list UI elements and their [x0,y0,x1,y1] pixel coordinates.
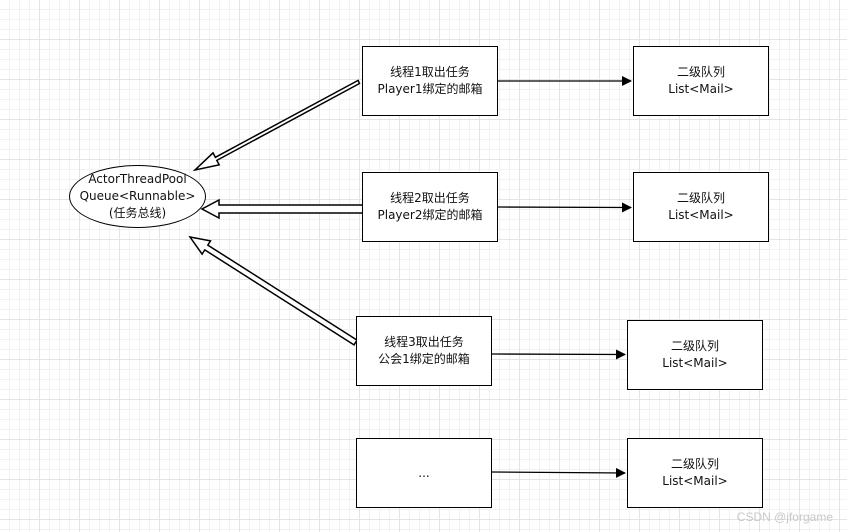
thread2-box: 线程2取出任务 Player2绑定的邮箱 [362,172,498,242]
thread4-line1: ... [418,465,430,480]
queue2-line1: 二级队列 [676,191,725,205]
block-arrow-thread1-to-bus [192,79,361,172]
queue3-line1: 二级队列 [670,339,719,353]
thread4-box: ... [356,438,492,508]
thread2-line2: Player2绑定的邮箱 [377,208,483,222]
queue4-line2: List<Mail> [662,474,728,488]
queue2-box: 二级队列 List<Mail> [633,172,769,242]
queue3-line2: List<Mail> [662,356,728,370]
queue4-box: 二级队列 List<Mail> [627,438,763,508]
thread3-box: 线程3取出任务 公会1绑定的邮箱 [356,316,492,386]
thread3-line1: 线程3取出任务 [384,335,464,349]
thread2-line1: 线程2取出任务 [390,191,470,205]
thread3-line2: 公会1绑定的邮箱 [378,352,470,366]
block-arrow-thread2-to-bus [200,198,364,220]
thread1-line1: 线程1取出任务 [390,65,470,79]
queue3-box: 二级队列 List<Mail> [627,320,763,390]
task-bus-line1: ActorThreadPool [88,172,187,186]
thread1-box: 线程1取出任务 Player1绑定的邮箱 [362,46,498,116]
queue1-line2: List<Mail> [668,82,734,96]
csdn-watermark: CSDN @jforgame [736,510,833,524]
queue1-line1: 二级队列 [676,65,725,79]
task-bus-line3: (任务总线) [108,206,167,220]
queue4-line1: 二级队列 [670,457,719,471]
thread1-line2: Player1绑定的邮箱 [377,82,483,96]
block-arrow-thread3-to-bus [188,235,359,346]
queue2-line2: List<Mail> [668,208,734,222]
task-bus-ellipse: ActorThreadPool Queue<Runnable> (任务总线) [69,165,206,228]
queue1-box: 二级队列 List<Mail> [633,46,769,116]
arrow-thread2-to-queue2 [497,202,632,213]
task-bus-line2: Queue<Runnable> [79,189,196,203]
arrow-thread3-to-queue3 [491,349,626,360]
arrow-thread4-to-queue4 [491,467,626,478]
